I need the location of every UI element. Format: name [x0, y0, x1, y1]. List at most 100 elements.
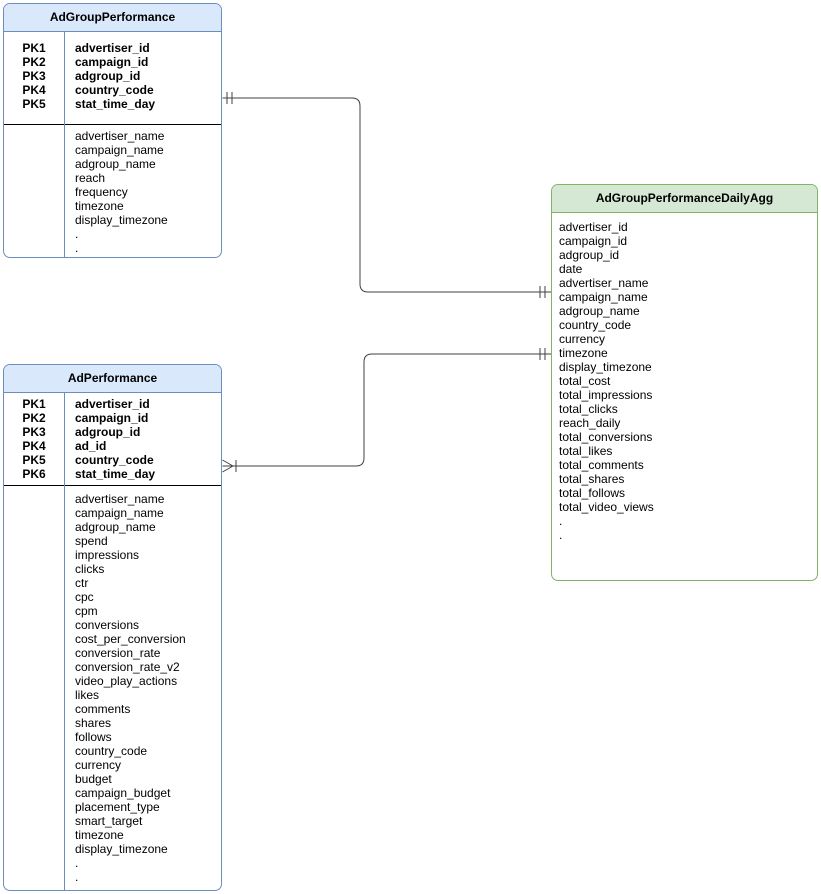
- attribute-name: conversion_rate_v2: [75, 660, 180, 674]
- attribute-name: clicks: [75, 562, 105, 576]
- entity-adperformance[interactable]: AdPerformance PK1 advertiser_id PK2 camp…: [3, 364, 222, 891]
- attribute-row: cost_per_conversion: [4, 632, 221, 646]
- attribute-name: frequency: [75, 185, 128, 199]
- attribute-row: timezone: [552, 346, 817, 360]
- attribute-name: likes: [75, 688, 100, 702]
- attribute-row: total_follows: [552, 486, 817, 500]
- pk-attribute-name: country_code: [75, 83, 154, 97]
- empty-cell: [4, 213, 64, 227]
- attribute-name: .: [75, 241, 79, 255]
- attribute-row: .: [4, 227, 221, 241]
- attribute-name: cpc: [75, 590, 94, 604]
- attribute-name: advertiser_name: [75, 129, 165, 143]
- pk-attribute-name: country_code: [75, 453, 154, 467]
- pk-row: PK5 stat_time_day: [4, 97, 221, 111]
- pk-row: PK4 country_code: [4, 83, 221, 97]
- empty-cell: [4, 632, 64, 646]
- pk-row: PK6 stat_time_day: [4, 467, 221, 481]
- attribute-name: cpm: [75, 604, 98, 618]
- attribute-row: date: [552, 262, 817, 276]
- attribute-row: cpc: [4, 590, 221, 604]
- empty-cell: [4, 492, 64, 506]
- attribute-name: currency: [559, 332, 606, 346]
- attribute-name: adgroup_name: [75, 520, 156, 534]
- empty-cell: [4, 171, 64, 185]
- attribute-row: campaign_name: [4, 143, 221, 157]
- pk-label: PK6: [22, 467, 46, 481]
- attribute-section: advertiser_name campaign_name adgroup_na…: [4, 125, 221, 255]
- attribute-name: impressions: [75, 548, 140, 562]
- cardinality-exactly-one-icon: [226, 92, 233, 104]
- attribute-row: adgroup_name: [552, 304, 817, 318]
- attribute-row: country_code: [552, 318, 817, 332]
- attribute-name: display_timezone: [75, 213, 168, 227]
- empty-cell: [4, 618, 64, 632]
- empty-cell: [4, 688, 64, 702]
- attribute-row: timezone: [4, 828, 221, 842]
- attribute-row: total_likes: [552, 444, 817, 458]
- attribute-row: conversion_rate_v2: [4, 660, 221, 674]
- attribute-row: total_conversions: [552, 430, 817, 444]
- attribute-name: comments: [75, 702, 131, 716]
- attribute-row: smart_target: [4, 814, 221, 828]
- attribute-name: .: [75, 870, 79, 884]
- empty-cell: [4, 534, 64, 548]
- pk-row: PK2 campaign_id: [4, 55, 221, 69]
- attribute-row: placement_type: [4, 800, 221, 814]
- relationship-adperformance-to-dailyagg[interactable]: [222, 348, 552, 473]
- attribute-name: campaign_name: [75, 143, 164, 157]
- primary-key-section: PK1 advertiser_id PK2 campaign_id PK3 ad…: [4, 32, 221, 125]
- attribute-row: .: [4, 856, 221, 870]
- empty-cell: [4, 506, 64, 520]
- attribute-name: timezone: [559, 346, 608, 360]
- empty-cell: [4, 157, 64, 171]
- attribute-row: video_play_actions: [4, 674, 221, 688]
- attribute-name: campaign_budget: [75, 786, 171, 800]
- attribute-name: follows: [75, 730, 112, 744]
- empty-cell: [4, 758, 64, 772]
- pk-row: PK3 adgroup_id: [4, 425, 221, 439]
- attribute-name: spend: [75, 534, 108, 548]
- attribute-row: timezone: [4, 199, 221, 213]
- attribute-name: date: [559, 262, 583, 276]
- attribute-name: total_shares: [559, 472, 625, 486]
- attribute-row: reach_daily: [552, 416, 817, 430]
- relationship-line: [222, 353, 551, 467]
- pk-label: PK2: [22, 411, 46, 425]
- entity-adgroupperformance[interactable]: AdGroupPerformance PK1 advertiser_id PK2…: [3, 3, 222, 258]
- pk-attribute-name: adgroup_id: [75, 425, 141, 439]
- attribute-row: .: [552, 514, 817, 528]
- empty-cell: [4, 772, 64, 786]
- attribute-row: total_clicks: [552, 402, 817, 416]
- attribute-name: advertiser_name: [559, 276, 649, 290]
- entity-title[interactable]: AdGroupPerformanceDailyAgg: [552, 185, 817, 213]
- attribute-row: adgroup_id: [552, 248, 817, 262]
- attribute-name: advertiser_id: [559, 220, 628, 234]
- pk-row: PK1 advertiser_id: [4, 397, 221, 411]
- attribute-name: shares: [75, 716, 112, 730]
- pk-attribute-name: stat_time_day: [75, 467, 156, 481]
- entity-title[interactable]: AdGroupPerformance: [4, 4, 221, 32]
- attribute-row: advertiser_id: [552, 220, 817, 234]
- pk-column-divider: [64, 32, 65, 257]
- empty-cell: [4, 143, 64, 157]
- empty-cell: [4, 786, 64, 800]
- empty-cell: [4, 199, 64, 213]
- attribute-row: conversions: [4, 618, 221, 632]
- relationship-adgroupperformance-to-dailyagg[interactable]: [222, 92, 552, 298]
- attribute-name: placement_type: [75, 800, 160, 814]
- entity-adgroupperformancedailyagg[interactable]: AdGroupPerformanceDailyAgg advertiser_id…: [551, 184, 818, 581]
- pk-label: PK1: [22, 397, 46, 411]
- pk-attribute-name: stat_time_day: [75, 97, 156, 111]
- pk-attribute-name: campaign_id: [75, 55, 149, 69]
- empty-cell: [4, 548, 64, 562]
- entity-title[interactable]: AdPerformance: [4, 365, 221, 393]
- attribute-row: total_video_views: [552, 500, 817, 514]
- attribute-name: country_code: [75, 744, 148, 758]
- empty-cell: [4, 716, 64, 730]
- empty-cell: [4, 576, 64, 590]
- pk-label: PK1: [22, 41, 46, 55]
- empty-cell: [4, 604, 64, 618]
- attribute-name: campaign_name: [75, 506, 164, 520]
